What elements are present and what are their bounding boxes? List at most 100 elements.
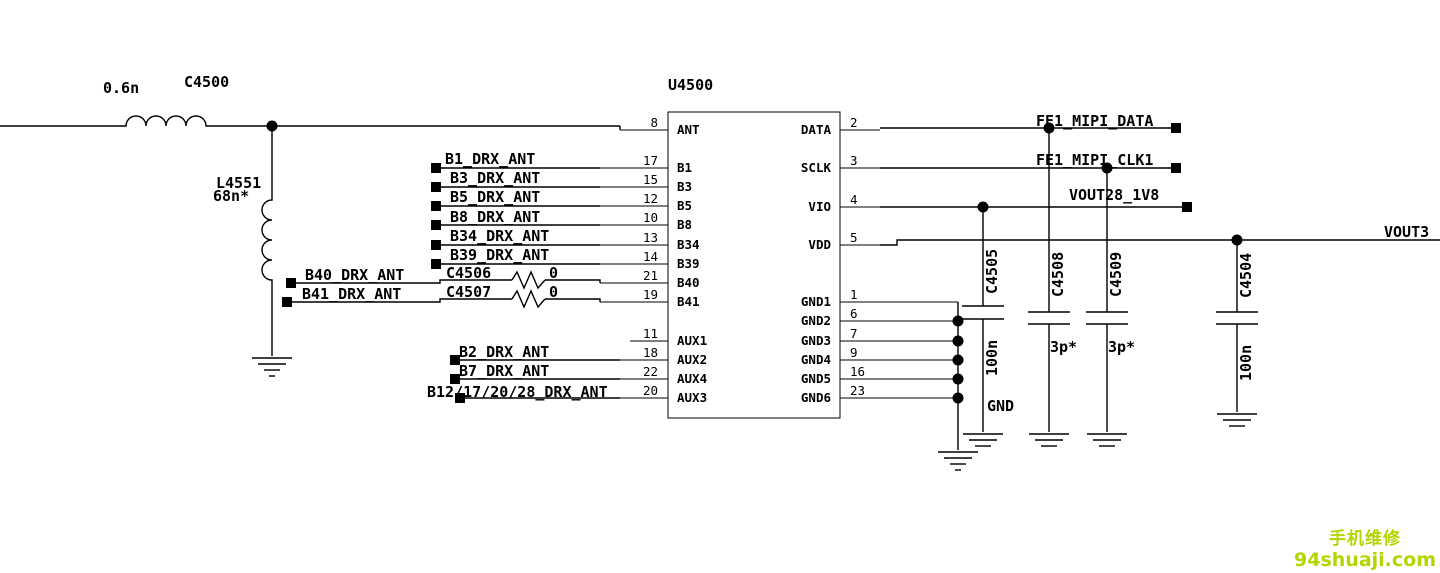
inductor-shunt-symbol	[261, 126, 273, 356]
junction-dot	[952, 392, 964, 404]
watermark-url: 94shuaji.com	[1294, 549, 1436, 571]
cap-c4504	[1216, 240, 1258, 427]
watermark: 手机维修 94shuaji.com	[1294, 524, 1436, 571]
pin-name: B40	[677, 275, 700, 290]
pin-num: 4	[850, 192, 858, 207]
pin-num: 7	[850, 326, 858, 341]
pin-num: 14	[643, 249, 658, 264]
ant-input-net	[0, 115, 621, 377]
net-label: B8_DRX_ANT	[450, 208, 540, 226]
junction-dot	[952, 354, 964, 366]
ic-right-pin-names: DATA SCLK VIO VDD GND1 GND2 GND3 GND4 GN…	[801, 122, 832, 405]
cap-c4505	[962, 207, 1004, 447]
pin-name: AUX1	[677, 333, 707, 348]
net-port	[1171, 123, 1181, 133]
cap-c4508	[1028, 128, 1070, 447]
pin-name: DATA	[801, 122, 832, 137]
inductor-series-value: 0.6n	[103, 79, 139, 97]
pin-num: 1	[850, 287, 858, 302]
aux-nets	[450, 355, 620, 403]
pin-num: 16	[850, 364, 865, 379]
cap-ref: C4508	[1049, 252, 1067, 297]
net-label: B5_DRX_ANT	[450, 188, 540, 206]
watermark-cn: 手机维修	[1329, 529, 1401, 549]
net-port	[450, 355, 460, 365]
pin-name: GND1	[801, 294, 831, 309]
pin-num: 17	[643, 153, 658, 168]
pin-num: 5	[850, 230, 858, 245]
pin-name: B34	[677, 237, 700, 252]
cap-ref: C4509	[1107, 252, 1125, 297]
ground-symbol	[252, 357, 292, 377]
cap-ref: C4505	[983, 249, 1001, 294]
net-label: VOUT3	[1384, 223, 1429, 241]
net-label: B7_DRX_ANT	[459, 362, 549, 380]
pin-name: AUX4	[677, 371, 707, 386]
ground-symbol	[1087, 433, 1127, 447]
pin-name: VIO	[808, 199, 831, 214]
junction-dot	[952, 315, 964, 327]
cap-value: 3p*	[1108, 338, 1135, 356]
pin-name: GND5	[801, 371, 831, 386]
resistor-ref: C4506	[446, 264, 491, 282]
net-label: B34_DRX_ANT	[450, 227, 549, 245]
net-label: B3_DRX_ANT	[450, 169, 540, 187]
resistor-c4507-symbol	[511, 289, 546, 309]
pin-num: 12	[643, 191, 658, 206]
net-port	[450, 374, 460, 384]
junction-dot	[952, 373, 964, 385]
pin-num: 6	[850, 306, 858, 321]
b40-b41-nets	[282, 270, 601, 309]
net-port	[282, 297, 292, 307]
pin-num: 23	[850, 383, 865, 398]
net-label: B39_DRX_ANT	[450, 246, 549, 264]
ground-symbol	[963, 433, 1003, 447]
inductor-series-ref: C4500	[184, 73, 229, 91]
pin-num: 15	[643, 172, 658, 187]
pin-name: GND3	[801, 333, 831, 348]
cap-value: 100n	[983, 340, 1001, 376]
net-label: FE1_MIPI_DATA	[1036, 112, 1153, 130]
net-label: B1_DRX_ANT	[445, 150, 535, 168]
net-port	[1182, 202, 1192, 212]
pin-num: 19	[643, 287, 658, 302]
pin-num: 8	[650, 115, 658, 130]
net-port	[431, 182, 441, 192]
pin-name: B8	[677, 217, 692, 232]
right-nets	[880, 122, 1440, 246]
net-label: B12/17/20/28_DRX_ANT	[427, 383, 608, 401]
pin-num: 10	[643, 210, 658, 225]
ground-symbol	[938, 451, 978, 471]
ic-right-pins	[840, 129, 958, 399]
pin-name: AUX3	[677, 390, 707, 405]
net-label: B41_DRX_ANT	[302, 285, 401, 303]
pin-num: 22	[643, 364, 658, 379]
inductor-series-symbol	[92, 115, 272, 127]
pin-name: B5	[677, 198, 692, 213]
gnd-label: GND	[987, 397, 1014, 415]
net-label: VOUT28_1V8	[1069, 186, 1159, 204]
pin-name: GND2	[801, 313, 831, 328]
ic-left-pin-numbers: 8 17 15 12 10 13 14 21 19 11 18 22 20	[643, 115, 658, 398]
pin-num: 9	[850, 345, 858, 360]
ic-left-pin-names: ANT B1 B3 B5 B8 B34 B39 B40 B41 AUX1 AUX…	[677, 122, 707, 405]
pin-num: 21	[643, 268, 658, 283]
gnd-bus	[938, 302, 978, 471]
ic-body	[667, 111, 841, 419]
band-nets	[431, 163, 600, 269]
pin-num: 11	[643, 326, 658, 341]
ground-symbol	[1029, 433, 1069, 447]
resistor-ref: C4507	[446, 283, 491, 301]
junction-dot	[952, 335, 964, 347]
ic-left-pins	[600, 129, 668, 399]
inductor-shunt-ref: L4551	[216, 174, 261, 192]
net-port	[431, 220, 441, 230]
net-port	[455, 393, 465, 403]
pin-name: B39	[677, 256, 700, 271]
pin-num: 2	[850, 115, 858, 130]
resistor-c4506-symbol	[511, 270, 546, 290]
cap-c4509	[1086, 168, 1128, 447]
pin-name: B41	[677, 294, 700, 309]
net-port	[431, 240, 441, 250]
